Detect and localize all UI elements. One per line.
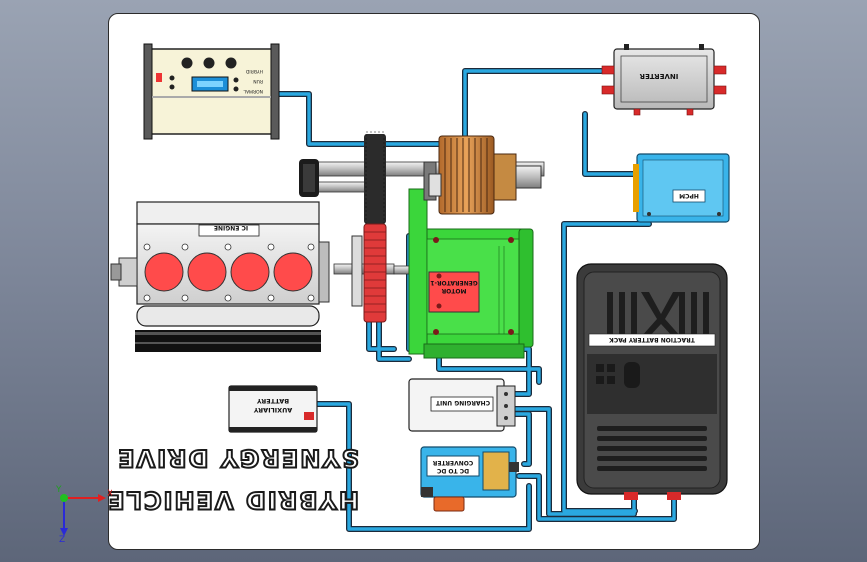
diagram-title-line1: HYBRID VEHICLE bbox=[108, 485, 360, 515]
dc-dc-converter bbox=[420, 446, 519, 512]
cylinder bbox=[230, 252, 270, 292]
motor-generator bbox=[408, 188, 534, 359]
panel-label-hybrid: HYBRID bbox=[245, 68, 263, 74]
cylinder bbox=[144, 252, 184, 292]
cylinder bbox=[273, 252, 313, 292]
traction-battery-pack bbox=[576, 263, 728, 500]
diagram-sheet: HYBRID RUN NORMAL bbox=[108, 13, 760, 550]
diagram-title-line2: SYNERGY DRIVE bbox=[115, 443, 360, 473]
panel-label-run: RUN bbox=[253, 78, 263, 84]
control-knob bbox=[181, 57, 193, 69]
traction-battery-label: TRACTION BATTERY PACK bbox=[609, 336, 695, 343]
control-panel-labels: HYBRID RUN NORMAL bbox=[243, 68, 263, 94]
cylinder bbox=[187, 252, 227, 292]
planetary-gear-set bbox=[351, 131, 387, 323]
hpcm-module bbox=[633, 153, 730, 223]
hpcm-label: HPCM bbox=[679, 192, 699, 199]
x-axis-label: X bbox=[107, 489, 112, 499]
auxiliary-battery bbox=[228, 385, 318, 433]
charging-unit-label: CHARGING UNIT bbox=[435, 399, 491, 406]
control-panel: HYBRID RUN NORMAL bbox=[143, 43, 280, 140]
diagram-canvas: HYBRID RUN NORMAL bbox=[110, 43, 730, 532]
ic-engine bbox=[110, 201, 330, 352]
z-axis-label: Z bbox=[59, 535, 65, 542]
panel-label-normal: NORMAL bbox=[243, 88, 263, 94]
control-knob bbox=[203, 57, 215, 69]
y-axis-point bbox=[60, 494, 68, 502]
charging-unit bbox=[408, 378, 516, 432]
control-knob bbox=[225, 57, 237, 69]
dc-converter-label: DC TO DC CONVERTER bbox=[432, 459, 474, 474]
coordinate-axes-triad: X Y Z bbox=[55, 485, 112, 542]
auxiliary-battery-label: AUXILIARY BATTERY bbox=[253, 397, 293, 414]
ic-engine-label: IC ENGINE bbox=[213, 224, 249, 231]
inverter-label: INVERTER bbox=[639, 72, 679, 80]
armature-rotor bbox=[423, 135, 542, 215]
y-axis-label: Y bbox=[55, 485, 62, 495]
inverter bbox=[601, 44, 727, 116]
motor-generator-label: MOTOR GENERATOR-1 bbox=[430, 279, 478, 294]
